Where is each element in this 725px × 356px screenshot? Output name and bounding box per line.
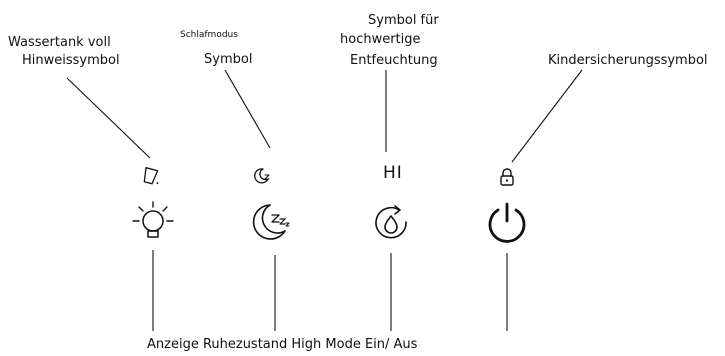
high-dehumidify-label-line3: Entfeuchtung xyxy=(350,53,438,68)
tank-full-icon xyxy=(143,167,159,185)
water-tank-label-line2: Hinweissymbol xyxy=(22,53,120,68)
child-lock-label: Kindersicherungssymbol xyxy=(548,53,708,68)
water-tank-label-line1: Wassertank voll xyxy=(8,35,111,50)
sleep-moon-icon xyxy=(254,168,270,184)
sleep-mode-label-line1: Schlafmodus xyxy=(180,30,238,40)
high-dehumidify-label-line1: Symbol für xyxy=(368,13,439,28)
child-lock-leader-line xyxy=(511,69,583,163)
lock-icon xyxy=(500,168,514,186)
bottom-labels: Anzeige Ruhezustand High Mode Ein/ Aus xyxy=(147,337,418,352)
light-bulb-button-icon[interactable] xyxy=(132,201,174,238)
sleep-zz-button-icon[interactable] xyxy=(252,204,290,240)
hi-indicator: HI xyxy=(383,163,403,183)
high-mode-drop-button-icon[interactable] xyxy=(375,205,407,239)
sleep-mode-leader-line xyxy=(224,69,271,149)
high-dehumidify-label-line2: hochwertige xyxy=(340,32,421,47)
water-tank-leader-line xyxy=(66,77,151,159)
sleep-mode-label-line2: Symbol xyxy=(204,52,253,67)
power-button-icon[interactable] xyxy=(488,202,526,243)
